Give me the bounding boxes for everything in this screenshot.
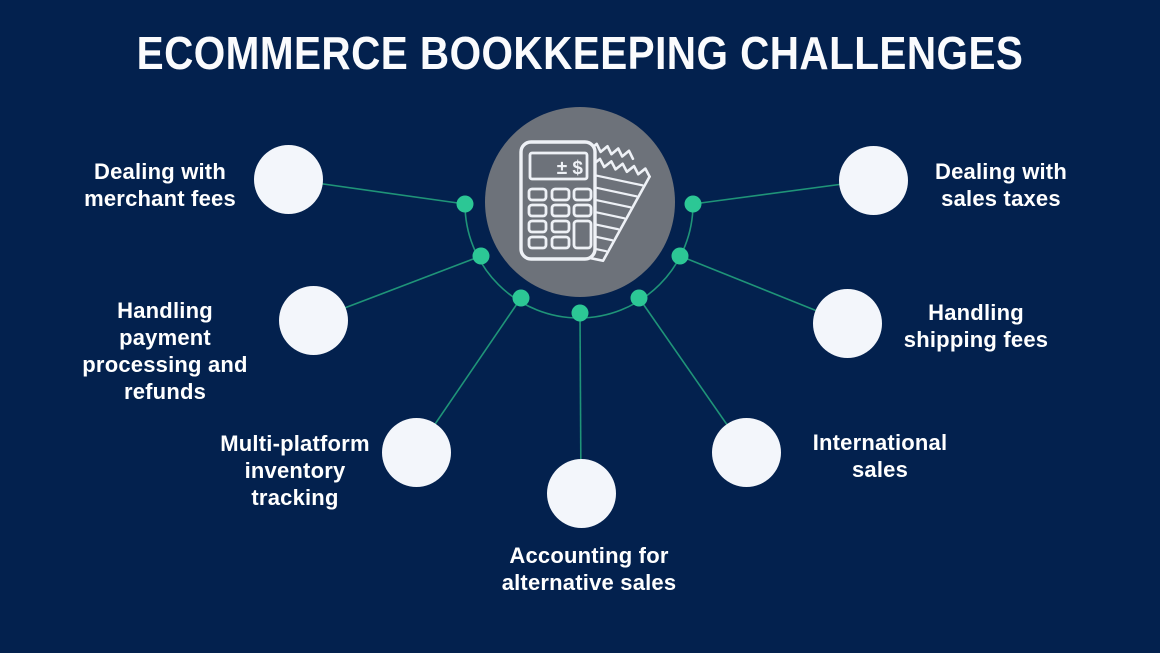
ring-dot-payment-processing bbox=[472, 247, 490, 265]
calculator-display-text: ± $ bbox=[557, 158, 584, 179]
node-label-shipping-fees: Handling shipping fees bbox=[903, 300, 1049, 352]
node-label-inventory-tracking: Multi-platform inventory tracking bbox=[220, 431, 370, 510]
node-label-merchant-fees: Dealing with merchant fees bbox=[84, 159, 236, 211]
calculator-display bbox=[528, 151, 589, 181]
node-circle-alternative-sales bbox=[547, 459, 616, 528]
receipt-tear-top-2 bbox=[591, 157, 651, 178]
calculator-buttons bbox=[527, 187, 593, 250]
node-circle-payment-processing bbox=[279, 286, 348, 355]
node-circle-international-sales bbox=[712, 418, 781, 487]
ring-dot-alternative-sales bbox=[571, 304, 589, 322]
ring-dot-inventory-tracking bbox=[512, 289, 530, 307]
ring-dot-merchant-fees bbox=[456, 195, 474, 213]
ring-dot-international-sales bbox=[630, 289, 648, 307]
node-circle-shipping-fees bbox=[813, 289, 882, 358]
node-label-sales-taxes: Dealing with sales taxes bbox=[935, 159, 1067, 211]
receipt-tear-top-1 bbox=[588, 142, 635, 161]
ring-dot-sales-taxes bbox=[684, 195, 702, 213]
ring-dot-shipping-fees bbox=[671, 247, 689, 265]
node-label-international-sales: International sales bbox=[812, 430, 948, 482]
node-circle-sales-taxes bbox=[839, 146, 908, 215]
node-label-payment-processing: Handling payment processing and refunds bbox=[82, 298, 248, 404]
ring-dots bbox=[456, 195, 702, 322]
node-label-alternative-sales: Accounting for alternative sales bbox=[501, 543, 677, 595]
node-circle-inventory-tracking bbox=[382, 418, 451, 487]
page-title: ECOMMERCE BOOKKEEPING CHALLENGES bbox=[136, 27, 1024, 79]
calculator-icon: ± $ bbox=[519, 140, 597, 261]
node-circle-merchant-fees bbox=[254, 145, 323, 214]
calculator-enter-button bbox=[572, 219, 593, 250]
